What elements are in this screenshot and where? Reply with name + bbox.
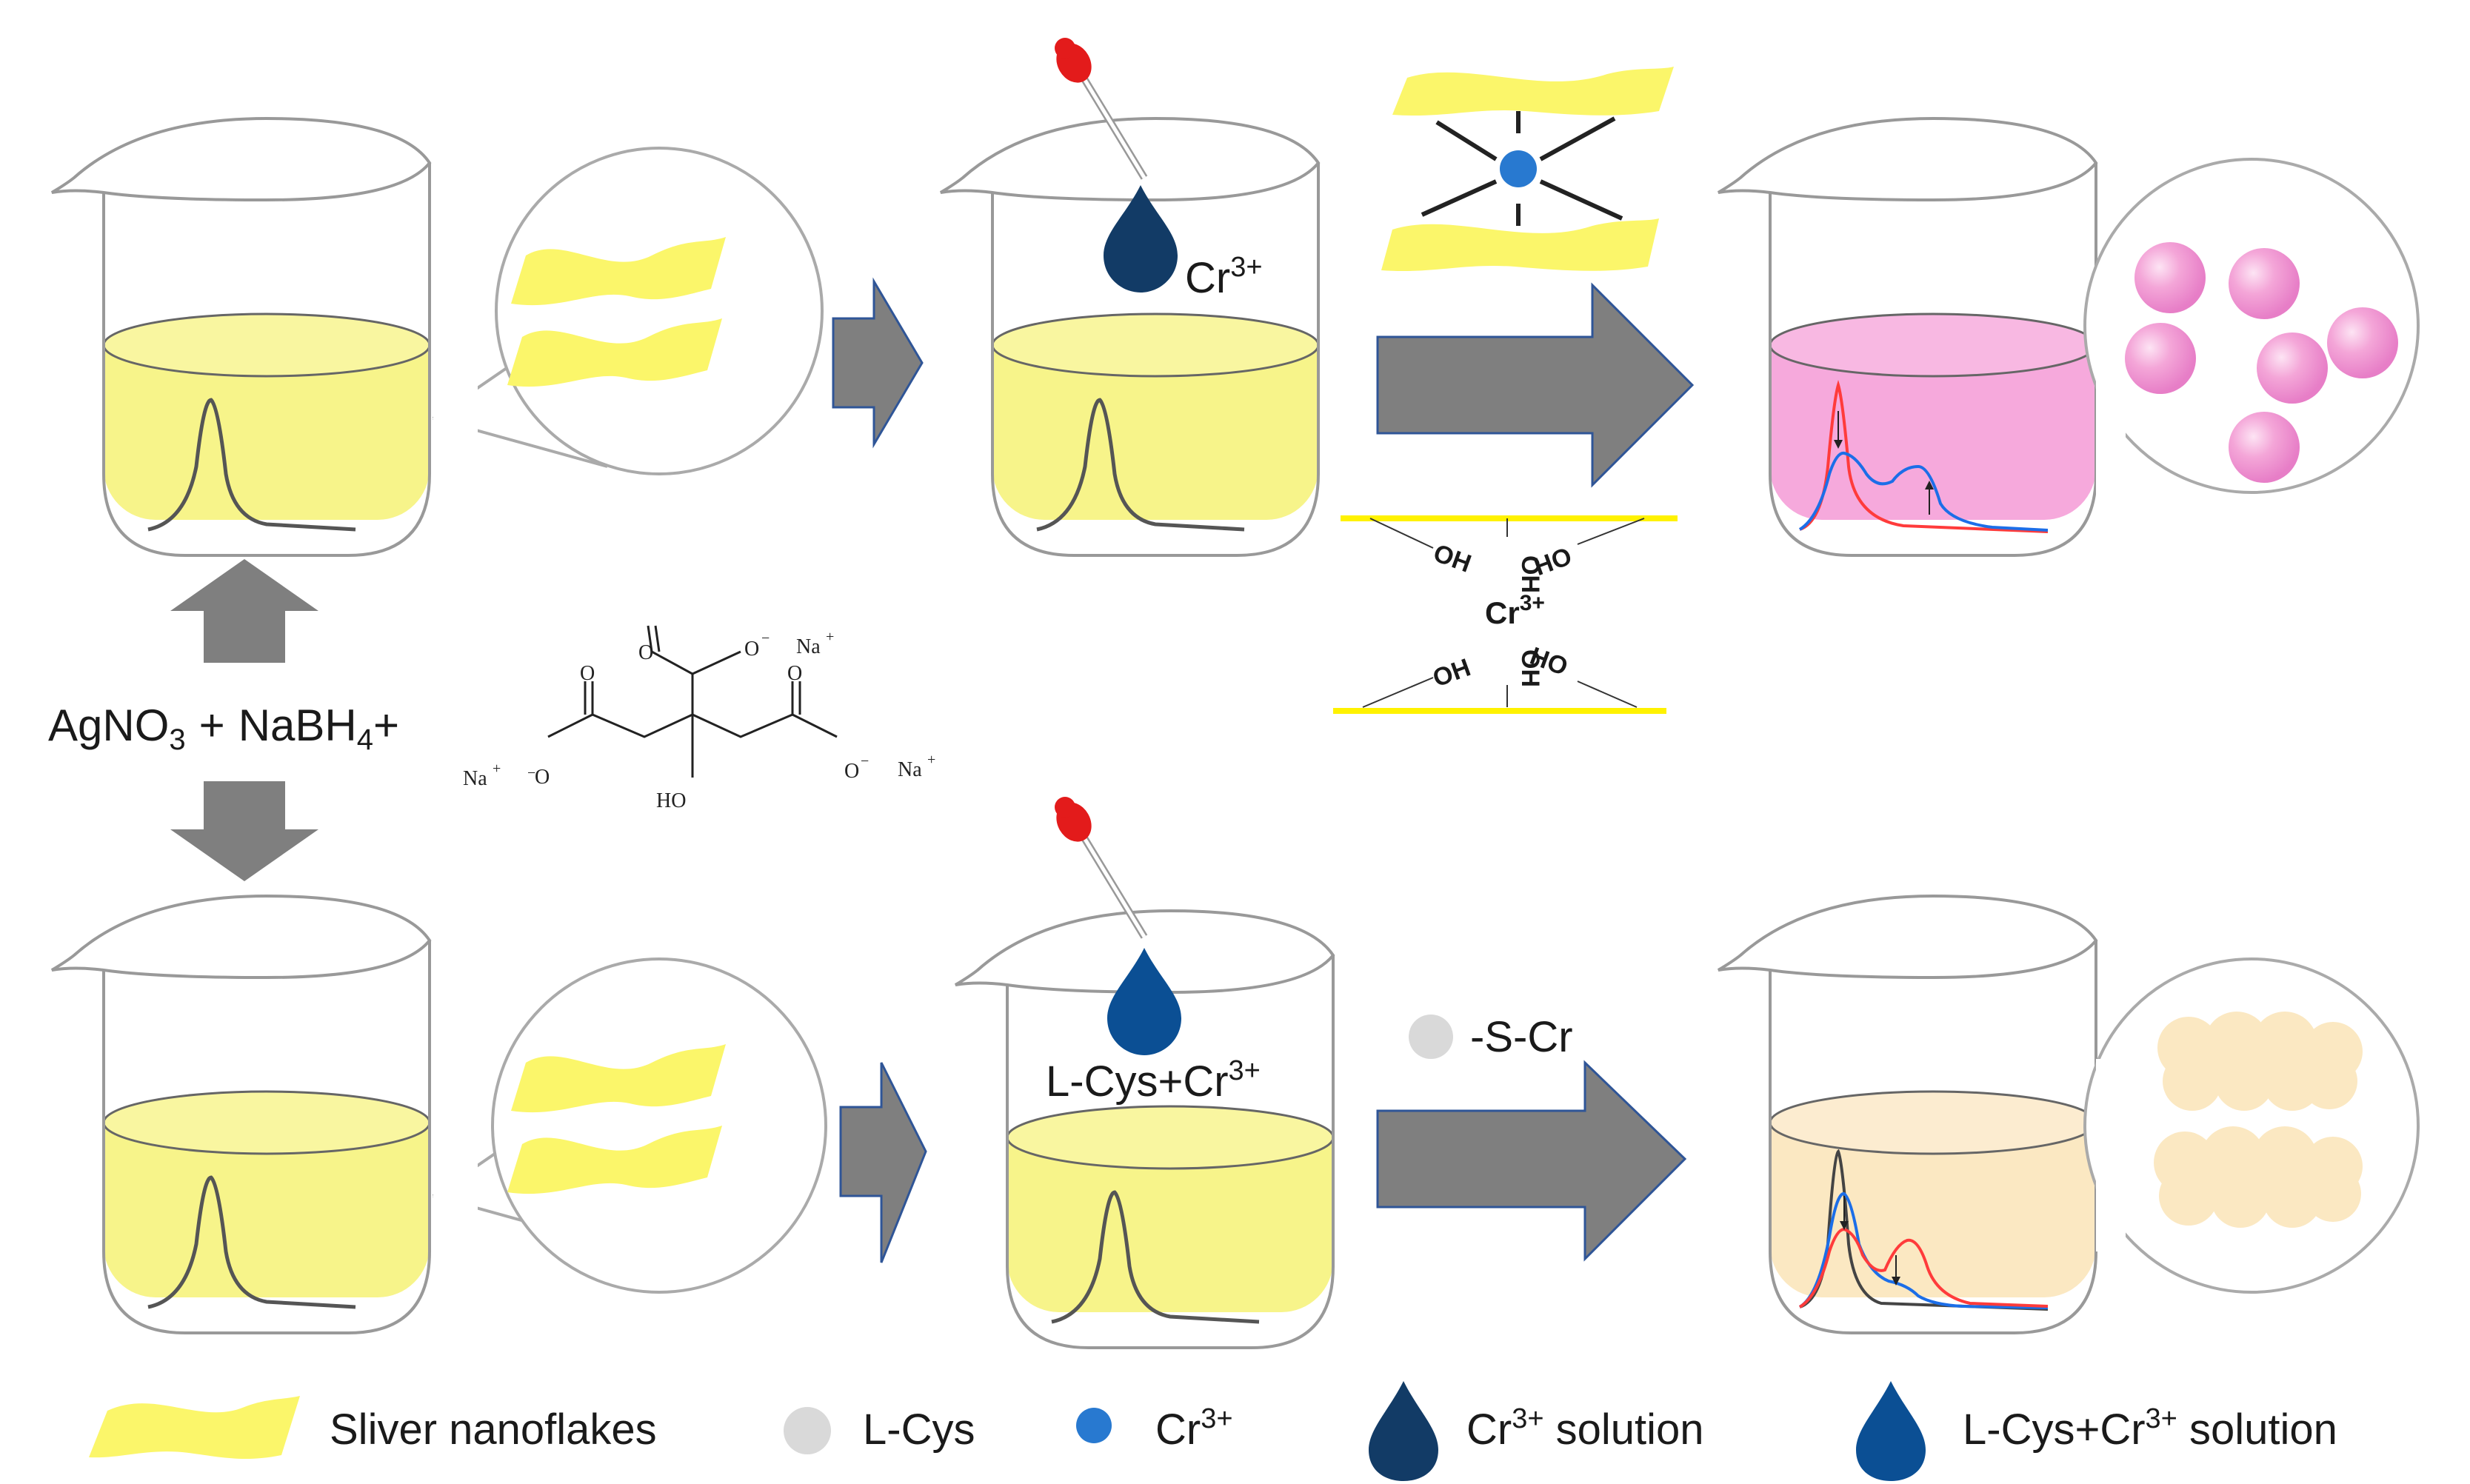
oh-label: OH [1429, 539, 1475, 578]
zoom-bubble-aggregated [2083, 158, 2420, 496]
svg-text:+: + [927, 752, 935, 768]
aggregated-particle [2257, 332, 2328, 404]
process-arrow [839, 1062, 927, 1263]
cr-drop-icon [1104, 185, 1178, 293]
legend-nanoflakes-label: Sliver nanoflakes [330, 1406, 657, 1454]
zoom-bubble-nanoflakes [432, 147, 824, 475]
oh-label: OH [1516, 649, 1544, 687]
process-arrow [832, 277, 924, 449]
legend-cr-solution-icon [1369, 1381, 1438, 1481]
lcys-icon [1409, 1015, 1453, 1059]
legend-lcys-icon [784, 1407, 831, 1454]
spectrum-peak [147, 398, 356, 532]
lcys-coated-flake [2154, 1126, 2363, 1228]
ho-label: HO [1530, 542, 1575, 581]
legend-cr-icon [1076, 1408, 1112, 1443]
cr-ion-icon [1500, 150, 1537, 187]
svg-text:Na: Na [898, 758, 922, 781]
svg-text:O: O [744, 638, 759, 661]
cr-flake-complex [1381, 67, 1674, 272]
spectrum-blue [1798, 451, 2049, 532]
process-arrow [1376, 282, 1695, 488]
svg-text:+: + [493, 761, 501, 777]
aggregated-particle [2229, 412, 2300, 483]
lcys-coated-flake [2157, 1012, 2363, 1111]
svg-text:O: O [580, 662, 595, 685]
sodium-citrate-structure [547, 625, 838, 778]
process-arrow [1376, 1060, 1687, 1262]
legend-nanoflake-icon [89, 1396, 300, 1460]
beaker-cr-aggregated [1717, 116, 2098, 557]
dropper-icon [1055, 38, 1148, 180]
spectrum-red [1798, 1227, 2049, 1308]
reagents-label: AgNO3+NaBH4+ [48, 701, 399, 756]
svg-text:+: + [826, 629, 834, 645]
lcys-cr-drop-label: L-Cys+Cr3+ [1046, 1055, 1261, 1106]
svg-text:Na: Na [463, 767, 487, 790]
legend-lcys-label: L-Cys [863, 1406, 975, 1454]
nanoflake [507, 318, 722, 387]
cr-drop-label: Cr3+ [1185, 252, 1263, 302]
lcys-cr-drop-icon [1107, 948, 1181, 1055]
svg-text:O: O [844, 760, 859, 783]
legend-lcys-cr-solution-label: L-Cys+Cr3+ solution [1963, 1403, 2337, 1454]
legend: Sliver nanoflakes L-Cys Cr3+ Cr3+ soluti… [89, 1381, 2337, 1481]
legend-cr-solution-label: Cr3+ solution [1466, 1403, 1704, 1454]
svg-text:O: O [787, 662, 802, 685]
beaker-silver-top-left [50, 116, 432, 557]
complex-center-label: Cr3+ [1485, 591, 1545, 630]
svg-text:−: − [527, 765, 535, 781]
zoom-bubble-nanoflakes [432, 957, 827, 1294]
sodium-citrate-labels: O O − Na + O O Na + − O O − Na + HO [463, 629, 935, 812]
aggregated-particle [2125, 323, 2196, 394]
beaker-silver-bottom-left [50, 894, 432, 1334]
beaker-silver-with-lcys-cr [954, 909, 1335, 1349]
svg-text:Na: Na [796, 635, 821, 658]
down-arrow [170, 781, 318, 881]
svg-text:−: − [761, 630, 770, 646]
up-arrow [170, 559, 318, 663]
nanoflake [511, 237, 726, 306]
beaker-outline [102, 163, 431, 557]
legend-lcys-cr-solution-icon [1856, 1381, 1926, 1481]
hydroxyl-complex-diagram: OH OH HO Cr3+ OH OH HO [1333, 515, 1678, 714]
aggregated-particle [2229, 248, 2300, 319]
svg-text:O: O [638, 641, 653, 664]
legend-cr-label: Cr3+ [1155, 1403, 1233, 1454]
s-cr-label: -S-Cr [1470, 1013, 1573, 1061]
svg-text:HO: HO [656, 789, 686, 812]
liquid-surface [102, 312, 431, 378]
svg-text:−: − [861, 753, 869, 769]
aggregated-particle [2134, 242, 2206, 313]
svg-text:O: O [535, 766, 550, 789]
beaker-silver-with-cr [939, 116, 1321, 557]
dropper-icon [1055, 797, 1148, 939]
beaker-lcys-cr-result [1717, 894, 2098, 1334]
spectrum-blue [1798, 1192, 2049, 1309]
zoom-bubble-lcys-flakes [2083, 957, 2420, 1294]
oh-label: OH [1429, 653, 1475, 692]
oh-label: OH [1516, 555, 1544, 593]
aggregated-particle [2327, 307, 2398, 378]
